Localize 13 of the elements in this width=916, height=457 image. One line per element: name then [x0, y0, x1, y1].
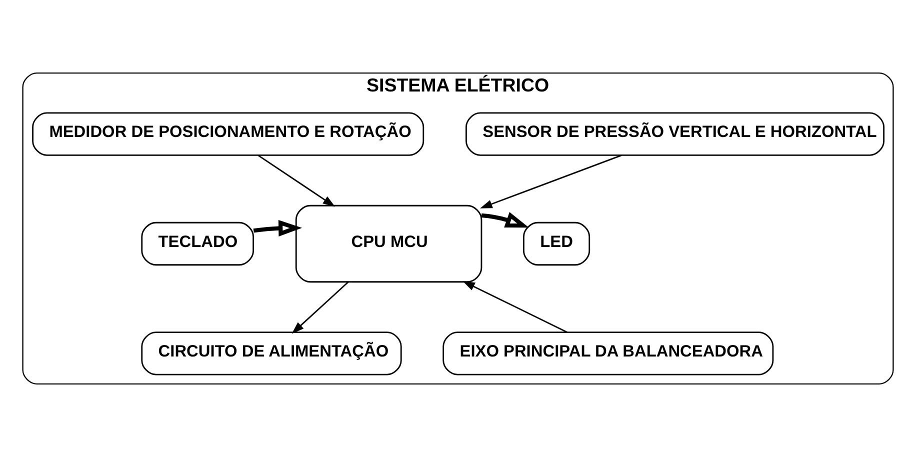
node-box: EIXO PRINCIPAL DA BALANCEADORA	[442, 332, 774, 376]
arrow	[481, 212, 529, 228]
node-box: SENSOR DE PRESSÃO VERTICAL E HORIZONTAL	[466, 112, 884, 156]
arrow	[253, 220, 302, 236]
node-box: CPU MCU	[295, 204, 482, 283]
node-box: CIRCUITO DE ALIMENTAÇÃO	[141, 332, 402, 376]
arrow	[462, 281, 568, 333]
node-box: MEDIDOR DE POSICIONAMENTO E ROTAÇÃO	[32, 112, 424, 156]
arrow	[258, 154, 336, 207]
arrow	[292, 282, 349, 334]
node-box: LED	[522, 222, 590, 266]
node-box: TECLADO	[141, 222, 254, 266]
arrow	[480, 154, 622, 208]
